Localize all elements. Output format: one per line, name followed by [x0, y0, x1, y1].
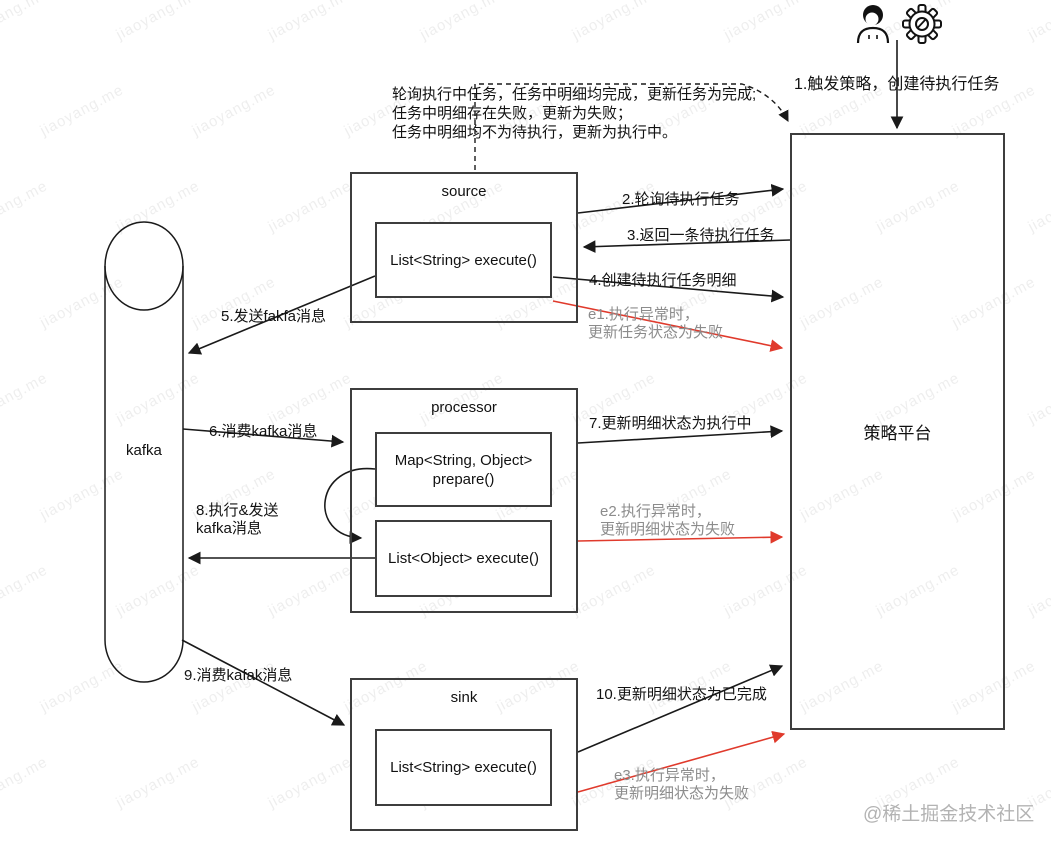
sink-execute-method-label: List<String> execute() — [390, 759, 537, 776]
processor-prepare-method-box: Map<String, Object> prepare() — [375, 432, 552, 507]
label-step6: 6.消费kafka消息 — [209, 423, 318, 440]
label-step3: 3.返回一条待执行任务 — [627, 227, 775, 244]
label-step10: 10.更新明细状态为已完成 — [596, 686, 767, 703]
kafka-cylinder-body — [104, 266, 184, 683]
arrow-step3 — [582, 239, 791, 254]
label-e1-line2: 更新任务状态为失败 — [588, 324, 724, 341]
label-step9: 9.消费kafak消息 — [184, 667, 293, 684]
kafka-cylinder-top — [104, 221, 184, 311]
arrow-step5 — [187, 275, 376, 355]
arrow-error-e2 — [577, 530, 784, 544]
arrow-error-e3 — [577, 730, 786, 793]
community-credit-watermark: @稀土掘金技术社区 — [863, 804, 1035, 825]
processor-prepare-line2: prepare() — [432, 470, 495, 488]
sink-execute-method-box: List<String> execute() — [375, 729, 552, 806]
processor-execute-method-box: List<Object> execute() — [375, 520, 552, 597]
kafka-cylinder — [104, 221, 184, 683]
label-step8-line2: kafka消息 — [196, 520, 262, 537]
sink-node-title: sink — [450, 689, 478, 706]
label-step2: 2.轮询待执行任务 — [622, 191, 740, 208]
processor-node: processor — [350, 388, 578, 613]
source-execute-method-label: List<String> execute() — [390, 251, 537, 269]
label-step8-line1: 8.执行&发送 — [196, 502, 279, 519]
label-error-e2: e2.执行异常时， 更新明细状态为失败 — [600, 503, 735, 539]
processor-prepare-method-label: Map<String, Object> prepare() — [395, 451, 533, 489]
source-execute-method-box: List<String> execute() — [375, 222, 552, 298]
label-step1: 1.触发策略，创建待执行任务 — [794, 76, 1000, 93]
polling-annotation: 轮询执行中任务，任务中明细均完成，更新任务为完成; 任务中明细存在失败，更新为失… — [392, 85, 756, 142]
sink-node: sink — [350, 678, 578, 831]
arrow-step6 — [182, 428, 345, 448]
platform-node: 策略平台 — [790, 133, 1005, 730]
platform-node-label: 策略平台 — [863, 424, 932, 443]
source-node-title: source — [441, 183, 487, 200]
processor-execute-method-label: List<Object> execute() — [388, 550, 539, 567]
arrow-step7 — [577, 425, 784, 444]
label-step4: 4.创建待执行任务明细 — [589, 272, 737, 289]
scheduler-gear-icon — [901, 4, 943, 44]
kafka-node-label: kafka — [126, 442, 162, 459]
polling-annotation-line1: 轮询执行中任务，任务中明细均完成，更新任务为完成; — [392, 86, 757, 103]
arrow-step4 — [552, 276, 785, 303]
arrow-step2 — [577, 183, 785, 214]
label-e3-line2: 更新明细状态为失败 — [614, 785, 750, 802]
label-e2-line1: e2.执行异常时， — [600, 503, 711, 520]
arrow-step10 — [577, 664, 784, 753]
label-e3-line1: e3.执行异常时， — [614, 767, 725, 784]
label-e1-line1: e1.执行异常时， — [588, 306, 699, 323]
arrow-step8-loop — [324, 467, 376, 544]
label-error-e3: e3.执行异常时， 更新明细状态为失败 — [614, 767, 749, 803]
polling-annotation-line3: 任务中明细均不为待执行，更新为执行中。 — [392, 124, 678, 141]
label-step5: 5.发送fakfa消息 — [221, 308, 327, 325]
processor-prepare-line1: Map<String, Object> — [394, 451, 533, 469]
user-icon — [851, 2, 895, 46]
processor-node-title: processor — [431, 399, 497, 416]
label-step7: 7.更新明细状态为执行中 — [589, 415, 752, 432]
arrow-error-e1 — [552, 300, 784, 352]
arrow-step9 — [181, 639, 346, 726]
label-error-e1: e1.执行异常时， 更新任务状态为失败 — [588, 306, 723, 342]
label-step8: 8.执行&发送 kafka消息 — [196, 502, 279, 538]
source-node: source — [350, 172, 578, 323]
dashed-annotation-connector — [474, 83, 789, 170]
polling-annotation-line2: 任务中明细存在失败，更新为失败； — [392, 105, 633, 122]
label-e2-line2: 更新明细状态为失败 — [600, 521, 736, 538]
